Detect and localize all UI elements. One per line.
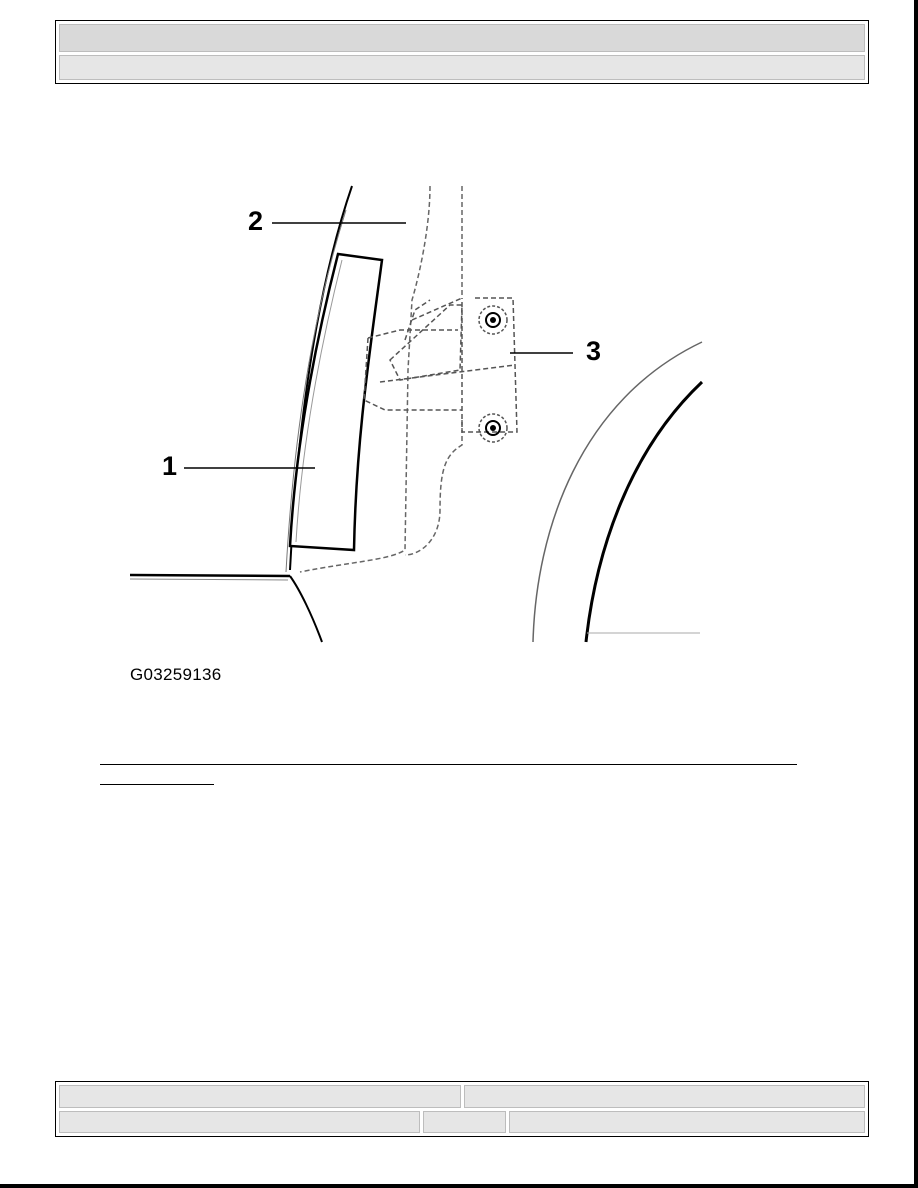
hinge-bracket-outline [363, 297, 518, 433]
figure-id-label: G03259136 [130, 665, 222, 684]
pillar-hidden-outline [299, 185, 463, 573]
header-subtitle-bar [59, 55, 865, 80]
body-crease-line-shadow [129, 578, 289, 581]
technical-illustration: 2 3 1 [100, 170, 740, 650]
seal-strip-inner-line [295, 259, 343, 543]
header-title-bar [59, 24, 865, 52]
footer-cell-top-left [59, 1085, 461, 1108]
callout-2-label: 2 [248, 206, 264, 236]
seal-strip-part [288, 252, 384, 552]
callout-1-label: 1 [162, 451, 178, 481]
hinge-bolt-upper [478, 305, 508, 335]
body-crease-line [129, 573, 291, 578]
fender-edge-inner-line [285, 209, 347, 573]
callout-3-label: 3 [586, 336, 602, 366]
footer-cell-bottom-middle [423, 1111, 506, 1133]
footer-cell-bottom-left [59, 1111, 420, 1133]
wheel-arch-outer-line [532, 341, 703, 643]
page-footer [55, 1081, 869, 1137]
wheel-arch-inner-line [584, 380, 704, 643]
page-header [55, 20, 869, 84]
text-underline-long [100, 764, 797, 765]
door-hinge-drawing [129, 185, 704, 643]
body-lower-curve [289, 575, 323, 643]
text-underline-short [100, 784, 214, 785]
footer-cell-bottom-right [509, 1111, 865, 1133]
footer-cell-top-right [464, 1085, 865, 1108]
hinge-bolt-lower [478, 413, 508, 443]
